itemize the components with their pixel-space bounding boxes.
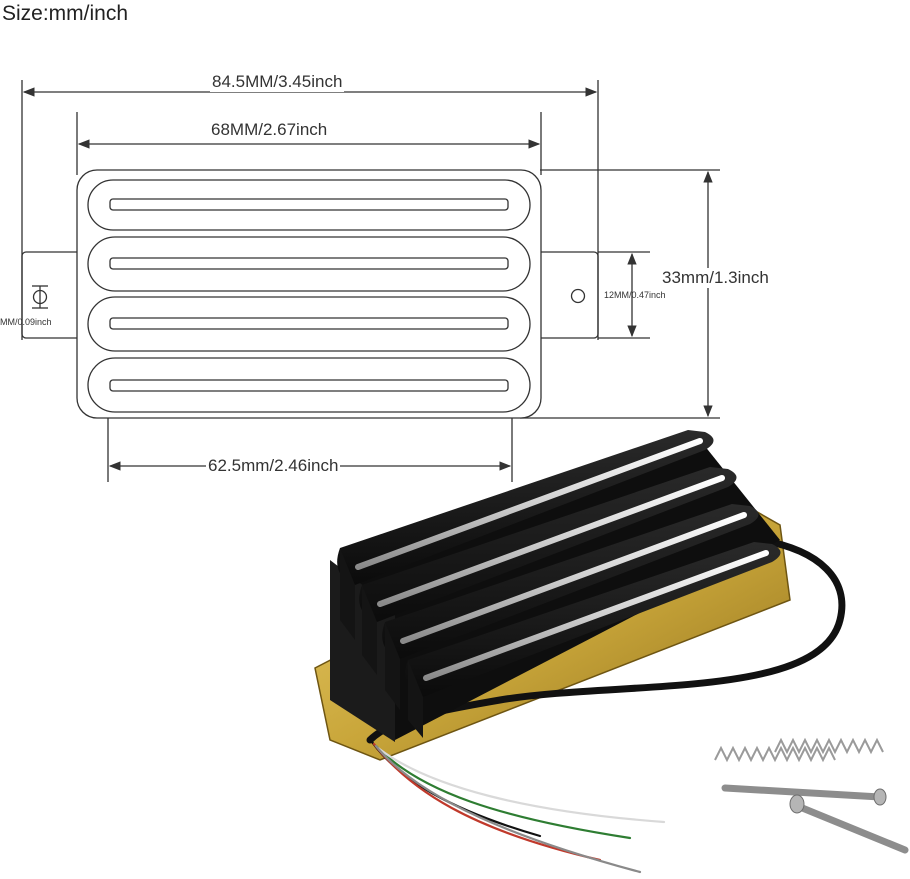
mounting-springs (714, 737, 884, 763)
blade-slots (109, 198, 509, 392)
size-unit-title: Size:mm/inch (2, 2, 129, 25)
mounting-screws (721, 784, 909, 854)
height-label: 33mm/1.3inch (660, 268, 771, 288)
overall-length-label: 84.5MM/3.45inch (210, 72, 345, 92)
mount-tab-label: 12MM/0.47inch (604, 290, 666, 300)
blade-length-label: 62.5mm/2.46inch (206, 456, 341, 476)
body-length-label: 68MM/2.67inch (209, 120, 330, 140)
mount-hole-right (570, 288, 586, 304)
lead-wires (370, 740, 666, 874)
hole-label: MM/0.09inch (0, 317, 52, 327)
chrome-blades (355, 438, 769, 681)
technical-drawing (21, 80, 720, 482)
pickup-outline (76, 169, 542, 419)
pickup-photo (314, 430, 909, 874)
